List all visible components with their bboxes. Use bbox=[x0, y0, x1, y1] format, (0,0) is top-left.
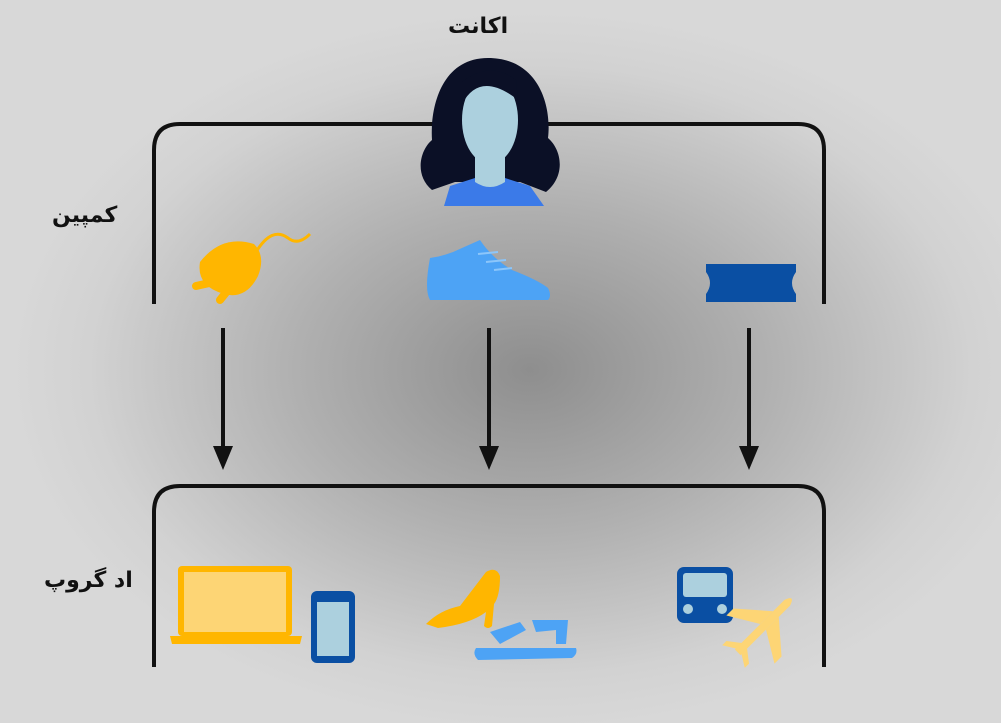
adgroup-bracket bbox=[152, 484, 826, 667]
arrow-center bbox=[479, 328, 499, 470]
laptop-icon bbox=[170, 566, 302, 644]
arrow-right bbox=[739, 328, 759, 470]
high-heel-icon bbox=[426, 569, 500, 628]
bus-icon bbox=[677, 567, 733, 623]
account-label: اکانت bbox=[448, 14, 509, 39]
arrow-left bbox=[213, 328, 233, 470]
ticket-icon bbox=[706, 264, 796, 302]
phone-icon bbox=[311, 591, 355, 663]
airplane-icon bbox=[722, 598, 792, 668]
campaign-label: کمپین bbox=[52, 203, 118, 228]
adgroup-label: اد گروپ bbox=[44, 568, 133, 593]
woman-avatar-icon bbox=[420, 58, 560, 206]
sneaker-icon bbox=[427, 240, 550, 300]
plug-icon bbox=[192, 232, 312, 304]
sandal-icon bbox=[474, 620, 577, 660]
